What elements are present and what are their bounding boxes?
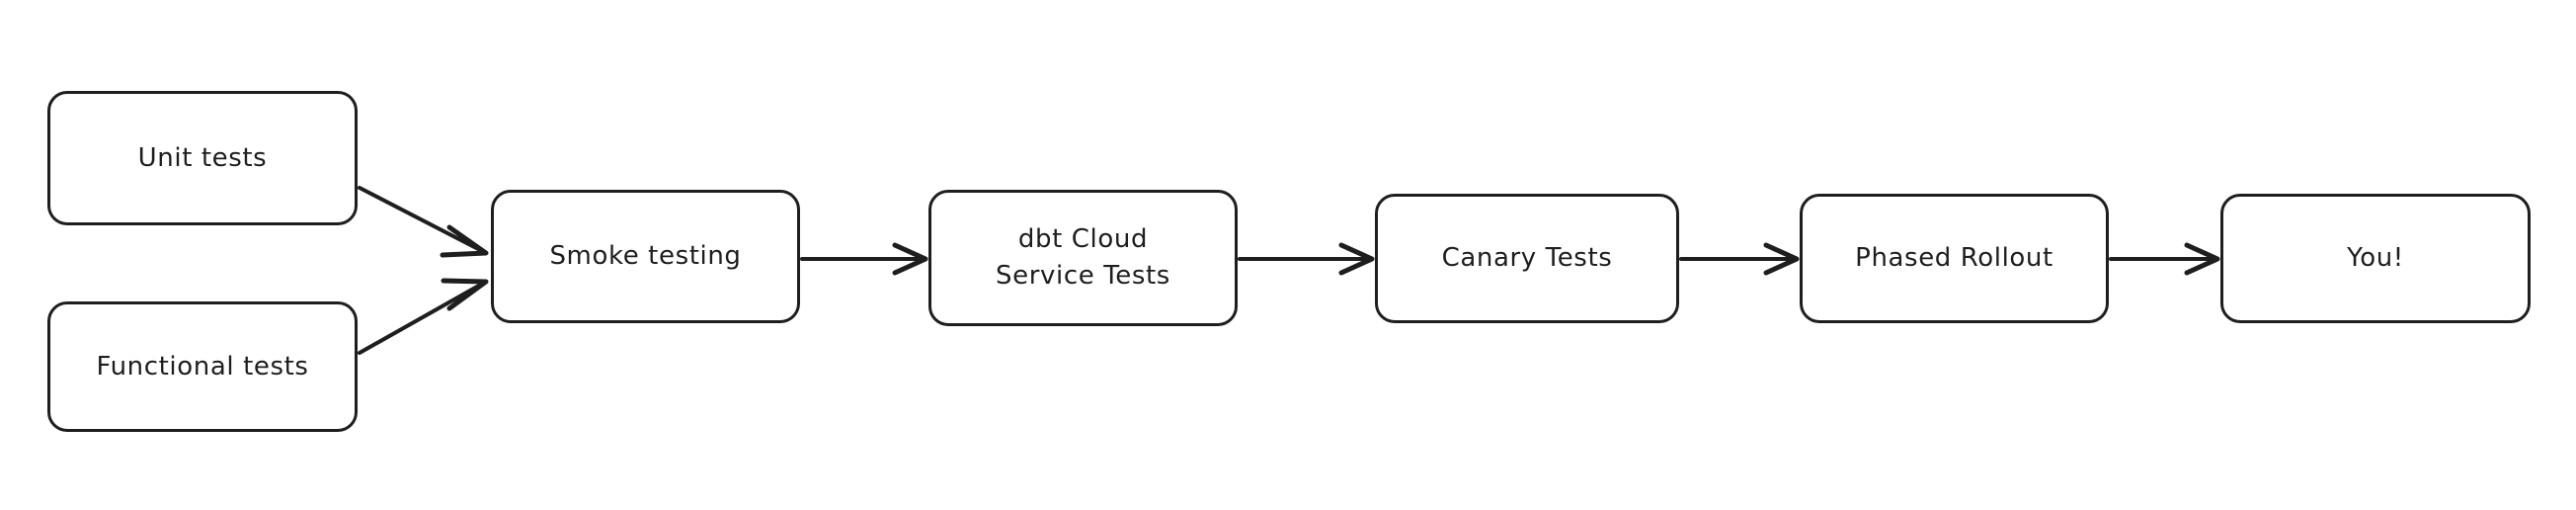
node-label-canary-tests: Canary Tests xyxy=(1441,243,1613,274)
edge-unit-to-smoke xyxy=(358,186,489,258)
node-dbt-cloud-service-tests[interactable]: dbt Cloud Service Tests xyxy=(928,190,1238,326)
edge-smoke-to-dbt xyxy=(800,242,928,276)
node-you[interactable]: You! xyxy=(2220,194,2531,323)
node-label-smoke-testing: Smoke testing xyxy=(549,241,742,272)
node-label-unit-tests: Unit tests xyxy=(137,142,268,173)
node-label-functional-tests: Functional tests xyxy=(96,351,309,382)
edge-dbt-to-canary xyxy=(1238,242,1375,276)
node-label-you: You! xyxy=(2347,243,2404,274)
edge-canary-to-phased xyxy=(1679,242,1800,276)
node-label-dbt-cloud-service-tests: dbt Cloud Service Tests xyxy=(996,224,1170,291)
node-canary-tests[interactable]: Canary Tests xyxy=(1375,194,1679,323)
node-unit-tests[interactable]: Unit tests xyxy=(47,91,358,225)
node-smoke-testing[interactable]: Smoke testing xyxy=(491,190,800,323)
edge-phased-to-you xyxy=(2109,242,2220,276)
node-functional-tests[interactable]: Functional tests xyxy=(47,301,358,432)
node-label-phased-rollout: Phased Rollout xyxy=(1855,243,2053,274)
edge-functional-to-smoke xyxy=(358,278,489,355)
node-phased-rollout[interactable]: Phased Rollout xyxy=(1800,194,2109,323)
